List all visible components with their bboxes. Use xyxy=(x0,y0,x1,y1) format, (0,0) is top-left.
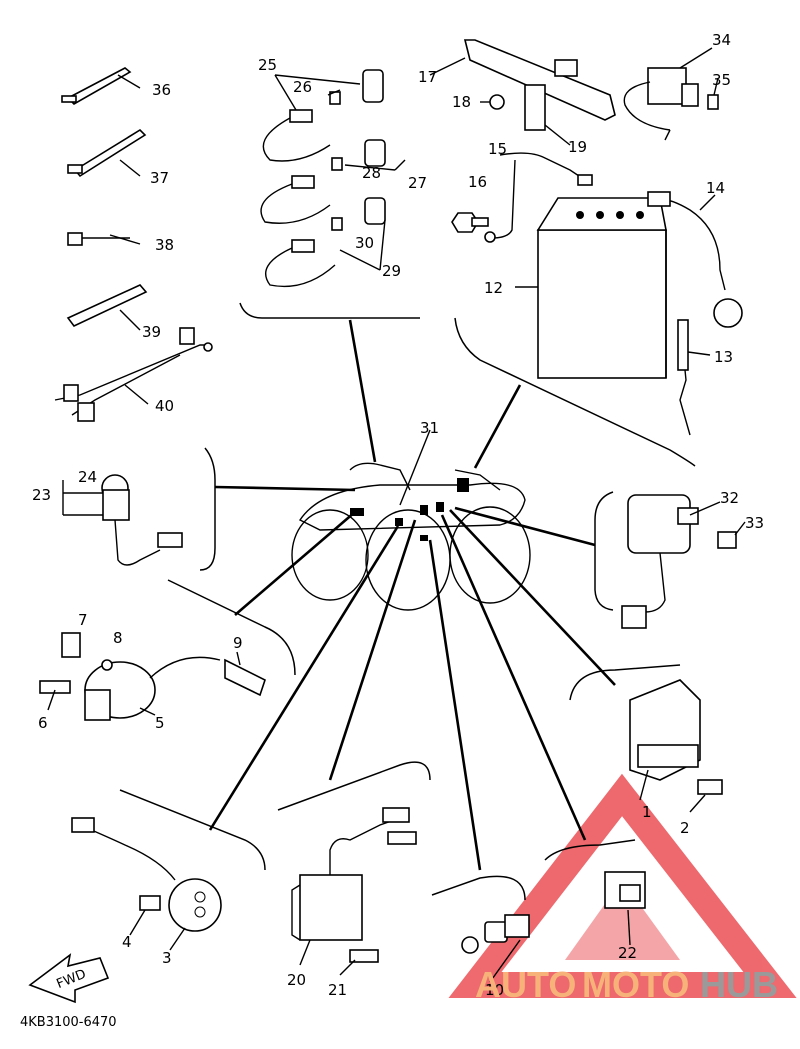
label-5: 5 xyxy=(155,714,165,732)
label-30: 30 xyxy=(355,234,374,252)
label-18: 18 xyxy=(452,93,471,111)
label-7: 7 xyxy=(78,611,88,629)
drawing-code: 4KB3100-6470 xyxy=(20,1015,117,1030)
watermark-text: AUTO MOTO HUB xyxy=(475,964,778,1005)
label-27: 27 xyxy=(408,174,427,192)
label-2: 2 xyxy=(680,819,690,837)
label-26: 26 xyxy=(293,78,312,96)
label-32: 32 xyxy=(720,489,739,507)
label-leaders xyxy=(47,47,746,983)
label-37: 37 xyxy=(150,169,169,187)
label-13: 13 xyxy=(714,348,733,366)
label-15: 15 xyxy=(488,140,507,158)
label-17: 17 xyxy=(418,68,437,86)
part-number-labels: 36 37 38 39 40 25 26 27 28 29 30 17 18 1… xyxy=(32,31,764,999)
label-3: 3 xyxy=(162,949,172,967)
neutral-switch xyxy=(461,871,646,954)
label-31: 31 xyxy=(420,419,439,437)
cdi-unit xyxy=(629,679,723,795)
label-24: 24 xyxy=(78,468,97,486)
control-box xyxy=(621,494,737,629)
battery-assembly xyxy=(451,152,743,436)
watermark-logo xyxy=(448,773,797,998)
label-9: 9 xyxy=(233,634,243,652)
watermark-hub: HUB xyxy=(700,964,778,1005)
ignition-wires xyxy=(260,69,386,288)
label-40: 40 xyxy=(155,397,174,415)
vehicle-frame-outline xyxy=(291,462,531,611)
label-8: 8 xyxy=(113,629,123,647)
label-6: 6 xyxy=(38,714,48,732)
label-36: 36 xyxy=(152,81,171,99)
label-22: 22 xyxy=(618,944,637,962)
label-28: 28 xyxy=(362,164,381,182)
label-38: 38 xyxy=(155,236,174,254)
battery-bracket xyxy=(463,39,616,131)
label-19: 19 xyxy=(568,138,587,156)
watermark-auto: AUTO xyxy=(475,964,576,1005)
label-20: 20 xyxy=(287,971,306,989)
label-14: 14 xyxy=(706,179,725,197)
label-4: 4 xyxy=(122,933,132,951)
label-21: 21 xyxy=(328,981,347,999)
label-12: 12 xyxy=(484,279,503,297)
label-1: 1 xyxy=(642,803,652,821)
label-23: 23 xyxy=(32,486,51,504)
label-25: 25 xyxy=(258,56,277,74)
callout-brackets xyxy=(119,302,696,901)
wire-bands xyxy=(54,67,213,422)
label-29: 29 xyxy=(382,262,401,280)
label-35: 35 xyxy=(712,71,731,89)
starter-relay xyxy=(623,67,719,141)
label-39: 39 xyxy=(142,323,161,341)
ignition-coil xyxy=(39,632,266,721)
label-34: 34 xyxy=(712,31,731,49)
fwd-arrow xyxy=(28,953,110,1004)
main-switch xyxy=(101,474,183,566)
label-33: 33 xyxy=(745,514,764,532)
leader-lines xyxy=(208,319,616,871)
watermark-moto: MOTO xyxy=(582,964,689,1005)
pickup-coil xyxy=(71,817,222,932)
label-16: 16 xyxy=(468,173,487,191)
label-10: 10 xyxy=(485,981,504,999)
rectifier-regulator xyxy=(291,807,417,963)
